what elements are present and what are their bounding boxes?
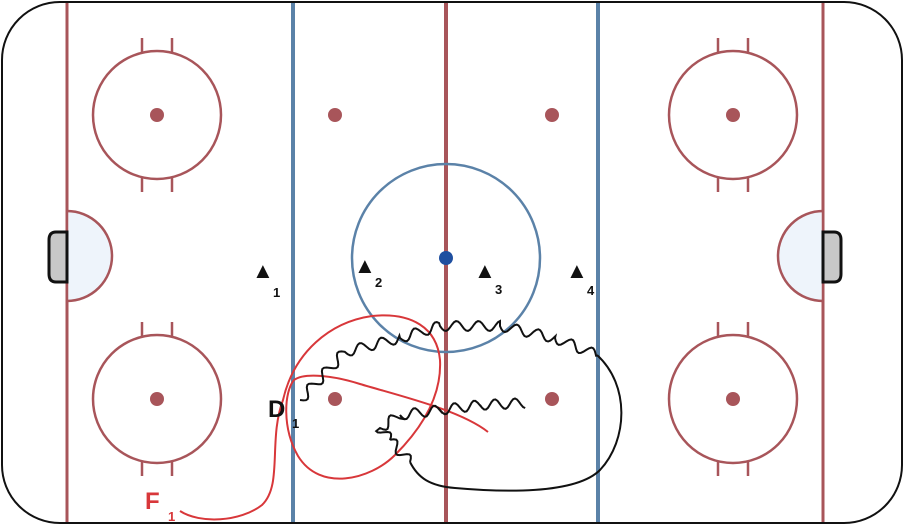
player-t2: ▲ 2	[354, 253, 382, 290]
goal-crease-left	[65, 209, 114, 303]
player-f1-symbol: F	[145, 488, 160, 515]
center-faceoff-circle	[350, 162, 542, 354]
center-faceoff-dot	[439, 251, 453, 265]
end-faceoff-dot-top-left	[150, 108, 164, 122]
player-t1-subscript: 1	[273, 285, 280, 300]
player-t2-subscript: 2	[375, 275, 382, 290]
player-t3-symbol: ▲	[474, 258, 496, 283]
end-faceoff-dot-top-right	[726, 108, 740, 122]
player-t4-subscript: 4	[587, 283, 595, 298]
end-faceoff-dot-bottom-right	[726, 392, 740, 406]
neutral-dot-top-left	[328, 108, 342, 122]
goal-net-left	[47, 230, 69, 284]
player-t2-symbol: ▲	[354, 253, 376, 278]
defense-stickhandle-path-2	[374, 397, 526, 463]
player-d1: D 1	[268, 396, 299, 431]
end-faceoff-circle-bottom-right	[667, 333, 799, 465]
neutral-dot-bottom-left	[328, 392, 342, 406]
defense-stickhandle-path	[299, 319, 598, 402]
end-faceoff-circle-bottom-left	[91, 333, 223, 465]
player-t4: ▲ 4	[566, 258, 595, 298]
player-d1-subscript: 1	[292, 416, 299, 431]
player-f1-subscript: 1	[168, 509, 175, 524]
neutral-dot-top-right	[545, 108, 559, 122]
goal-crease-right	[776, 209, 825, 303]
player-d1-symbol: D	[268, 396, 285, 423]
end-faceoff-circle-top-left	[91, 49, 223, 181]
player-f1: F 1	[145, 488, 175, 524]
player-t1-symbol: ▲	[252, 258, 274, 283]
player-t1: ▲ 1	[252, 258, 280, 300]
player-t3-subscript: 3	[495, 282, 502, 297]
neutral-dot-bottom-right	[545, 392, 559, 406]
player-t4-symbol: ▲	[566, 258, 588, 283]
end-faceoff-dot-bottom-left	[150, 392, 164, 406]
player-t3: ▲ 3	[474, 258, 502, 297]
defense-return-path	[409, 354, 623, 492]
end-faceoff-circle-top-right	[667, 49, 799, 181]
goal-net-right	[821, 230, 843, 284]
